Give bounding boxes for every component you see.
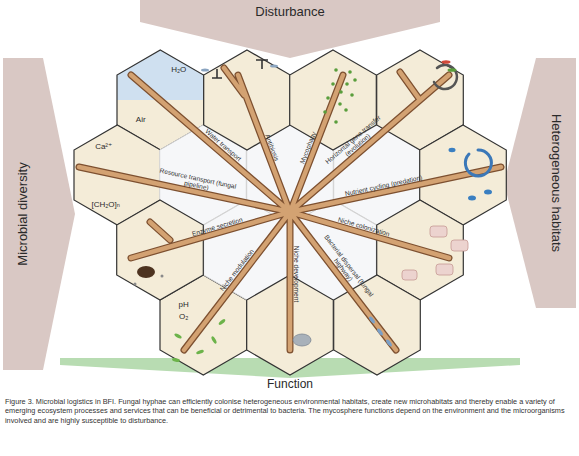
habitat-hex-outline xyxy=(74,125,161,225)
habitat-hex-shape xyxy=(160,275,247,375)
process-label: Horizontal gene transfer (evolution) xyxy=(318,110,391,176)
bacterium xyxy=(368,316,376,325)
bacterium xyxy=(348,70,352,74)
habitat-hex: Ca²⁺ [CH₂O]ₙ xyxy=(74,125,161,225)
bacterium xyxy=(331,82,335,86)
mycophagy-bacteria xyxy=(323,68,357,124)
disturbance-arrow: Disturbance xyxy=(140,0,440,58)
bacterium xyxy=(449,148,456,152)
bacterium xyxy=(201,68,209,71)
process-label: Niche development xyxy=(293,246,300,302)
bacterium xyxy=(376,328,384,337)
diversity-arrow-shape xyxy=(3,58,75,370)
habitat-hex xyxy=(377,200,464,300)
inner-hex xyxy=(247,125,334,225)
bacterium xyxy=(468,196,476,201)
host-cell xyxy=(451,240,468,251)
process-label: Bacterial dispersal (fungal highway) xyxy=(315,230,378,305)
hex-label: Ca²⁺ xyxy=(95,143,112,152)
process-label: Niche colonization xyxy=(337,216,390,238)
bacterial-cluster xyxy=(293,334,311,346)
nutrient-cycle xyxy=(465,150,491,176)
bacterium xyxy=(334,120,338,124)
arrow-label: Function xyxy=(267,378,313,391)
hex-label: pH xyxy=(179,301,189,310)
bacterium xyxy=(326,96,330,100)
bacterium xyxy=(350,93,354,97)
bacterium xyxy=(385,339,393,348)
process-label: Nutrient cycling (predation) xyxy=(344,173,423,197)
habitat-hex: pH O₂ xyxy=(160,275,247,375)
habitat-hex xyxy=(377,50,464,150)
bacterium xyxy=(339,90,343,94)
enzyme-dot xyxy=(161,275,164,278)
enzyme-blob xyxy=(137,266,155,278)
process-label: Antibiosis xyxy=(264,134,281,163)
bacterium xyxy=(344,108,348,112)
bacterium xyxy=(345,82,349,86)
habitat-hex-ring xyxy=(117,50,507,375)
arrow-label: Heterogeneous habitats xyxy=(549,114,563,252)
gene-transfer-cycle xyxy=(434,65,457,89)
habitats-arrow-shape xyxy=(504,58,576,308)
bacterium xyxy=(442,60,451,64)
antibiosis-symbol xyxy=(212,60,268,78)
habitat-hex-shape xyxy=(74,125,161,225)
host-cell xyxy=(430,226,447,237)
process-label: Enzyme secretion xyxy=(190,216,242,238)
diversity-arrow: Microbial diversity xyxy=(3,58,75,370)
process-label: Resource transport (fungal pipeline) xyxy=(154,166,239,198)
bacterium xyxy=(353,78,357,82)
host-cell xyxy=(436,264,453,275)
niche-cells xyxy=(402,226,468,280)
habitat-hex xyxy=(420,125,507,225)
habitats-arrow-outline xyxy=(504,58,576,308)
hex-label: O₂ xyxy=(179,313,188,322)
inner-hex-grid xyxy=(160,125,421,300)
arrow-label: Microbial diversity xyxy=(16,162,30,265)
bacterium xyxy=(338,102,342,106)
enzyme-dot xyxy=(134,283,137,286)
bacterium xyxy=(270,64,278,67)
function-arrow-outline xyxy=(60,358,520,378)
bacterium xyxy=(484,190,492,195)
arrow-label: Disturbance xyxy=(255,5,324,19)
process-label: Water transport xyxy=(203,128,242,163)
process-label: Niche modulation xyxy=(218,248,255,293)
figure-caption: Figure 3. Microbial logistics in BFI. Fu… xyxy=(5,397,574,425)
bacterium xyxy=(448,68,457,72)
function-arrow: Function xyxy=(60,358,520,394)
hex-label: Air xyxy=(136,116,146,125)
diversity-arrow-outline xyxy=(3,58,75,370)
disturbance-arrow-outline xyxy=(140,0,440,58)
hex-label: [CH₂O]ₙ xyxy=(91,201,120,210)
host-cell xyxy=(402,270,417,280)
habitat-hex-outline xyxy=(117,50,204,100)
hex-label: H₂O xyxy=(171,66,186,75)
process-label: Mycophagy xyxy=(298,131,317,165)
bacterium xyxy=(323,110,327,114)
bacterium xyxy=(334,68,338,72)
habitats-arrow: Heterogeneous habitats xyxy=(504,58,576,308)
